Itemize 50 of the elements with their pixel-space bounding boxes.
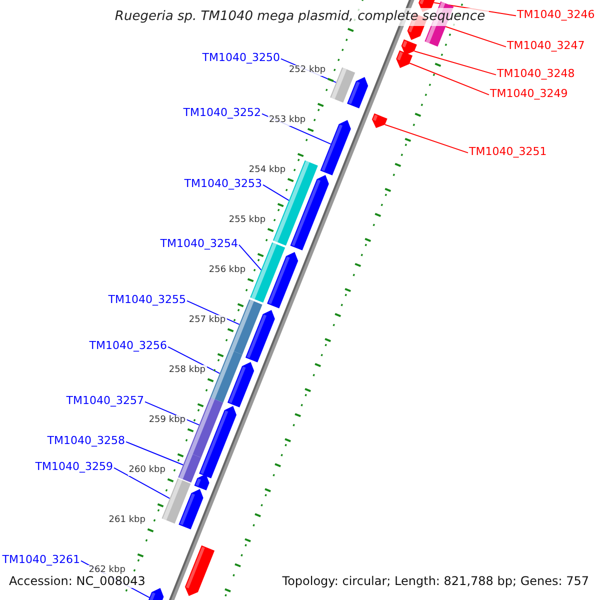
gene-block — [347, 77, 368, 108]
tick-label: 254 kbp — [248, 165, 287, 176]
gene-label: TM1040_3259 — [35, 460, 113, 474]
gene-label: TM1040_3255 — [108, 293, 186, 306]
gene-feature-bar — [178, 452, 202, 483]
tick-label: 252 kbp — [288, 64, 327, 76]
gene-block — [227, 362, 254, 408]
gene-label: TM1040_3246 — [517, 8, 595, 22]
gene-block — [267, 252, 298, 308]
tick-label: 258 kbp — [168, 365, 207, 376]
tick-label: 257 kbp — [188, 315, 227, 326]
gene-feature-bar — [162, 478, 191, 524]
gene-block — [401, 39, 417, 55]
tick-label: 255 kbp — [228, 215, 267, 226]
leader-line — [186, 300, 240, 325]
leader-line — [126, 441, 184, 466]
gene-label: TM1040_3252 — [183, 106, 261, 120]
gene-label: TM1040_3248 — [497, 67, 575, 80]
gene-label: TM1040_3261 — [2, 553, 80, 566]
gene-block — [245, 310, 275, 362]
gene-block — [184, 545, 215, 596]
gene-block — [194, 474, 210, 490]
gene-label: TM1040_3251 — [469, 145, 547, 158]
tick-label: 260 kbp — [128, 465, 166, 476]
gene-block — [320, 120, 351, 176]
gene-label: TM1040_3257 — [66, 394, 144, 408]
leader-line — [409, 62, 490, 96]
leader-line — [168, 346, 220, 374]
gene-label: TM1040_3250 — [202, 51, 280, 64]
gene-label: TM1040_3247 — [507, 39, 585, 52]
tick-label: 253 kbp — [268, 114, 307, 126]
leader-line — [114, 467, 170, 499]
gene-label: TM1040_3258 — [47, 434, 125, 448]
tick-label: 259 kbp — [148, 415, 187, 426]
gene-label: TM1040_3256 — [89, 339, 167, 352]
leader-line — [414, 50, 496, 76]
gene-block — [396, 50, 413, 68]
gene-label: TM1040_3253 — [184, 177, 262, 190]
gene-label: TM1040_3254 — [160, 237, 238, 250]
gene-block — [290, 175, 329, 250]
gene-label: TM1040_3249 — [490, 87, 568, 100]
gene-block — [178, 489, 204, 530]
leader-line — [445, 26, 506, 48]
leader-line — [384, 124, 468, 154]
leader-line — [262, 184, 290, 201]
leader-line — [238, 244, 262, 270]
gene-block — [199, 406, 236, 478]
gene-block — [372, 113, 388, 128]
tick-label: 261 kbp — [108, 515, 146, 526]
tick-label: 256 kbp — [208, 265, 247, 276]
